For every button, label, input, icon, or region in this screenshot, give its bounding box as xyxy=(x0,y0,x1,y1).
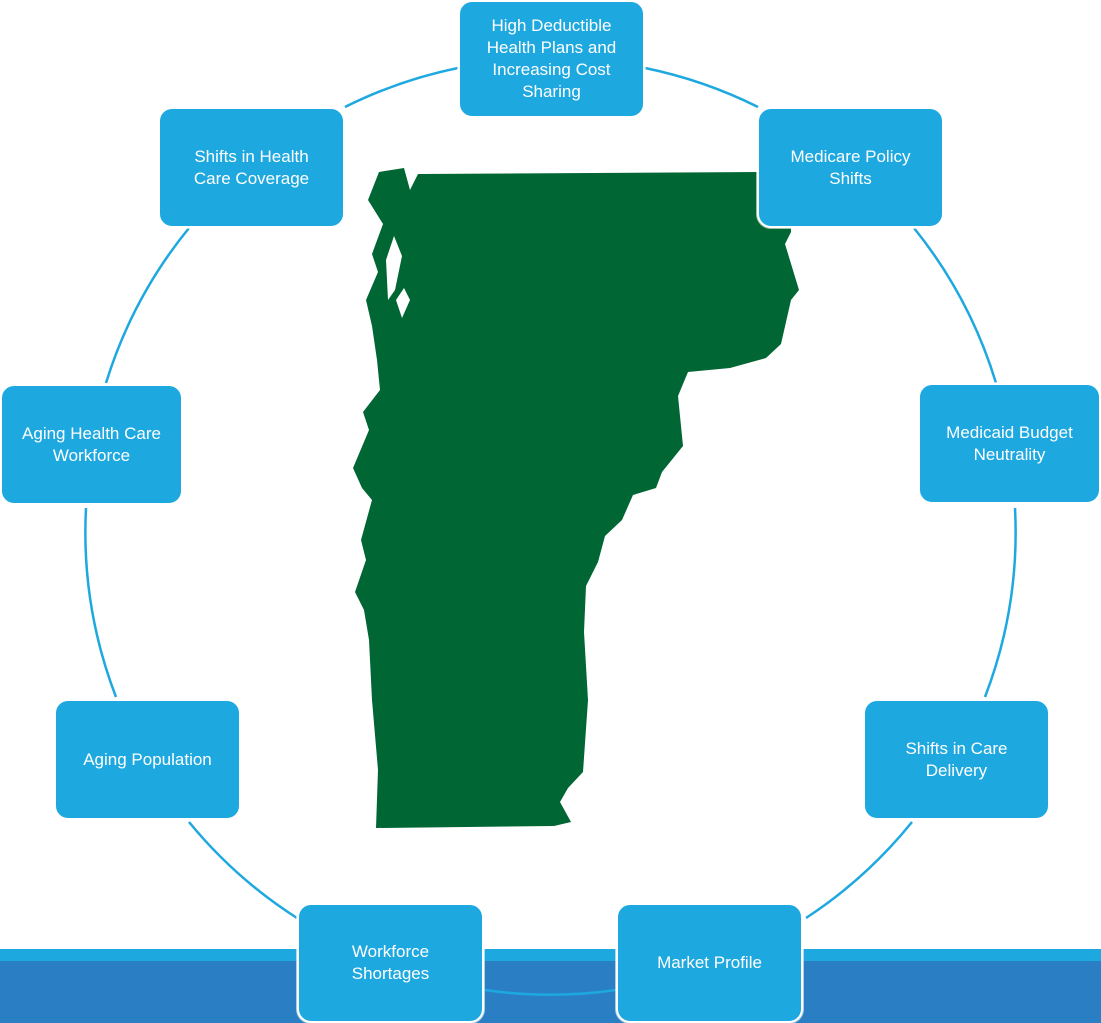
ring-connector xyxy=(484,988,617,996)
node-label: Workforce Shortages xyxy=(351,942,430,983)
node-label: Market Profile xyxy=(657,953,762,972)
node-shifts-in-care-delivery: Shifts in Care Delivery xyxy=(863,699,1050,820)
ring-connector xyxy=(344,66,459,109)
node-aging-population: Aging Population xyxy=(54,699,241,820)
ring-connector xyxy=(188,821,298,920)
ring-connector xyxy=(983,507,1017,698)
node-shifts-in-health-care-coverage: Shifts in Health Care Coverage xyxy=(158,107,345,228)
ring-connector xyxy=(913,227,998,384)
node-label: Aging Population xyxy=(83,749,212,769)
node-label: High Deductible Health Plans and Increas… xyxy=(486,16,617,101)
node-high-deductible-health-plans: High Deductible Health Plans and Increas… xyxy=(458,0,645,118)
ring-connector xyxy=(104,227,190,384)
node-label: Aging Health Care Workforce xyxy=(22,423,161,465)
node-medicare-policy-shifts: Medicare Policy Shifts xyxy=(757,107,944,228)
ring-connector xyxy=(644,66,759,109)
node-label: Shifts in Health Care Coverage xyxy=(193,146,310,188)
node-aging-health-care-workforce: Aging Health Care Workforce xyxy=(0,384,183,505)
ring-connector xyxy=(805,821,913,920)
ring-connector-group xyxy=(84,66,1017,996)
node-market-profile: Market Profile xyxy=(616,903,803,1023)
node-label: Shifts in Care Delivery xyxy=(905,738,1008,780)
footer-band-dark xyxy=(0,961,1101,1023)
node-medicaid-budget-neutrality: Medicaid Budget Neutrality xyxy=(918,383,1101,504)
ring-connector xyxy=(84,507,118,698)
node-label: Medicaid Budget Neutrality xyxy=(946,422,1073,464)
node-workforce-shortages: Workforce Shortages xyxy=(297,903,484,1023)
footer-band-light xyxy=(0,949,1101,961)
vermont-map-icon xyxy=(353,168,799,828)
node-label: Medicare Policy Shifts xyxy=(790,146,911,188)
